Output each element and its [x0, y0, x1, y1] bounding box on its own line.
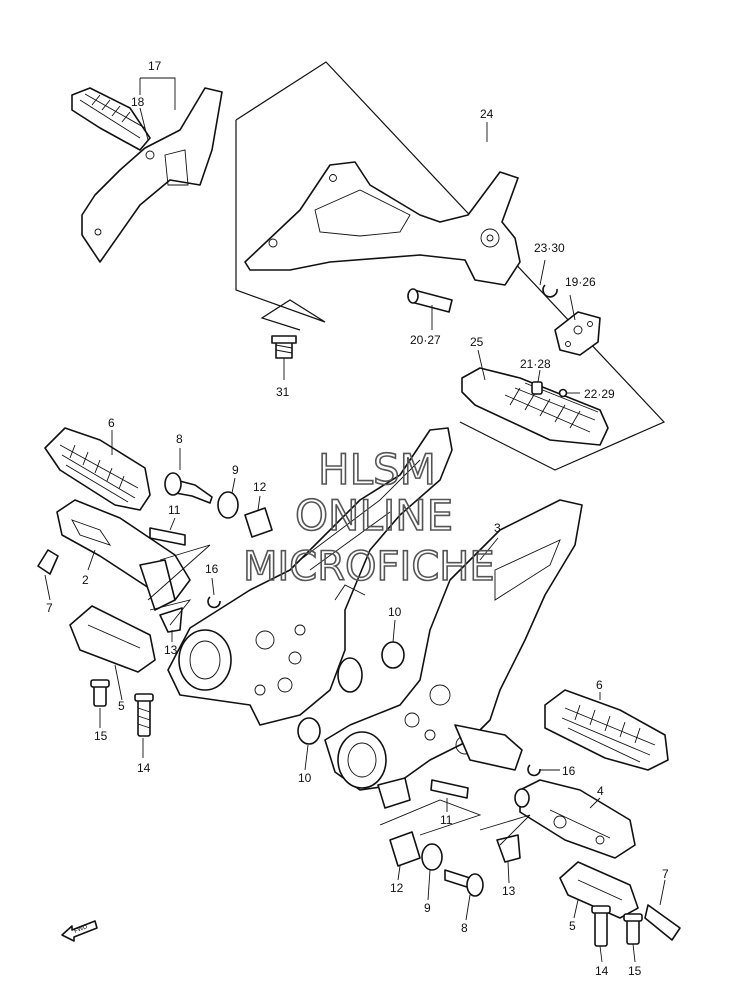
callout-20-27: 20·27 [410, 333, 441, 347]
front-pin-11-right [430, 779, 469, 799]
callout-31: 31 [276, 385, 290, 399]
rear-pivot-pin [407, 288, 453, 313]
callout-22-29: 22·29 [584, 387, 615, 401]
rear-detent-spring [531, 381, 543, 395]
callout-25: 25 [470, 335, 484, 349]
fwd-label: FWD [74, 924, 90, 935]
rear-detent-plate [554, 311, 601, 356]
front-footpeg-rubber-right [544, 689, 669, 771]
callout-4: 4 [597, 784, 604, 798]
rear-footpeg-assembly [71, 87, 223, 263]
callout-7-right: 7 [662, 867, 669, 881]
front-bolt-8-right [444, 869, 484, 897]
front-bolt-15-left [90, 679, 110, 707]
front-bushing-12-left [244, 507, 273, 538]
callout-14-right: 14 [595, 964, 609, 978]
front-washer-10-upper [381, 641, 405, 669]
watermark-line1: HLSM [318, 445, 436, 494]
rear-footrest-bracket [244, 161, 521, 286]
inset-frame [235, 61, 666, 471]
front-e-clip-right [527, 764, 541, 777]
front-footpeg-rubber-left [44, 427, 151, 511]
callout-11-right: 11 [440, 813, 453, 827]
callout-11-left: 11 [168, 503, 181, 517]
callout-5-left: 5 [118, 699, 125, 713]
rear-e-clip [542, 284, 558, 298]
callout-3: 3 [494, 521, 501, 535]
front-footpeg-left [56, 499, 191, 611]
front-spring-13-right [496, 834, 521, 863]
forward-arrow-icon: FWD [61, 920, 98, 942]
callout-9-left: 9 [232, 463, 239, 477]
front-bolt-14-left [134, 693, 154, 737]
front-footrest-bracket-left [167, 427, 453, 726]
front-bolt-8-left [164, 472, 213, 504]
callout-15-right: 15 [628, 964, 642, 978]
front-footpeg-pin-right [644, 904, 681, 941]
watermark: HLSM ONLINE MICROFICHE [242, 444, 495, 591]
callout-23-30: 23·30 [534, 241, 565, 255]
callout-6-right: 6 [596, 678, 603, 692]
callout-labels: 17 18 24 23·30 19·26 20·27 25 21·28 22·2… [46, 59, 669, 978]
front-washer-9-left [217, 491, 239, 519]
callout-8-left: 8 [176, 432, 183, 446]
front-washer-10-lower [297, 717, 321, 745]
front-bushing-12-right [389, 831, 421, 867]
callout-10-lower: 10 [298, 771, 312, 785]
callout-14-left: 14 [137, 761, 151, 775]
rear-footpeg [461, 367, 609, 446]
callout-12-right: 12 [390, 881, 404, 895]
callout-24: 24 [480, 107, 494, 121]
callout-6-left: 6 [108, 416, 115, 430]
watermark-line2: ONLINE [295, 491, 453, 540]
front-bolt-15-right [623, 913, 643, 945]
front-washer-9-right [421, 843, 443, 871]
watermark-line3: MICROFICHE [243, 544, 495, 590]
front-heel-plate-right [559, 861, 639, 919]
callout-2: 2 [82, 573, 89, 587]
callout-15-left: 15 [94, 729, 108, 743]
callout-17: 17 [148, 59, 162, 73]
callout-16-right: 16 [562, 764, 576, 778]
front-footpeg-right [514, 779, 636, 859]
callout-18: 18 [131, 95, 145, 109]
callout-13-right: 13 [502, 884, 516, 898]
callout-13-left: 13 [164, 643, 178, 657]
callout-9-right: 9 [424, 901, 431, 915]
callout-5-right: 5 [569, 919, 576, 933]
front-bolt-14-right [591, 905, 611, 947]
callout-16-left: 16 [205, 562, 219, 576]
callout-19-26: 19·26 [565, 275, 596, 289]
callout-10-upper: 10 [388, 605, 402, 619]
callout-8-right: 8 [461, 921, 468, 935]
front-pin-11-left [149, 527, 186, 546]
callout-7-left: 7 [46, 601, 53, 615]
front-e-clip-left [207, 596, 221, 609]
rear-detent-ball [558, 388, 568, 398]
front-heel-plate-left [69, 605, 156, 673]
leader-lines [44, 77, 666, 963]
callout-21-28: 21·28 [520, 357, 551, 371]
front-footrest-bracket-right [324, 499, 583, 809]
front-spring-13-left [159, 607, 183, 633]
rear-bracket-bolt [271, 335, 297, 359]
callout-12-left: 12 [253, 480, 267, 494]
front-footpeg-pin-left [37, 549, 59, 575]
